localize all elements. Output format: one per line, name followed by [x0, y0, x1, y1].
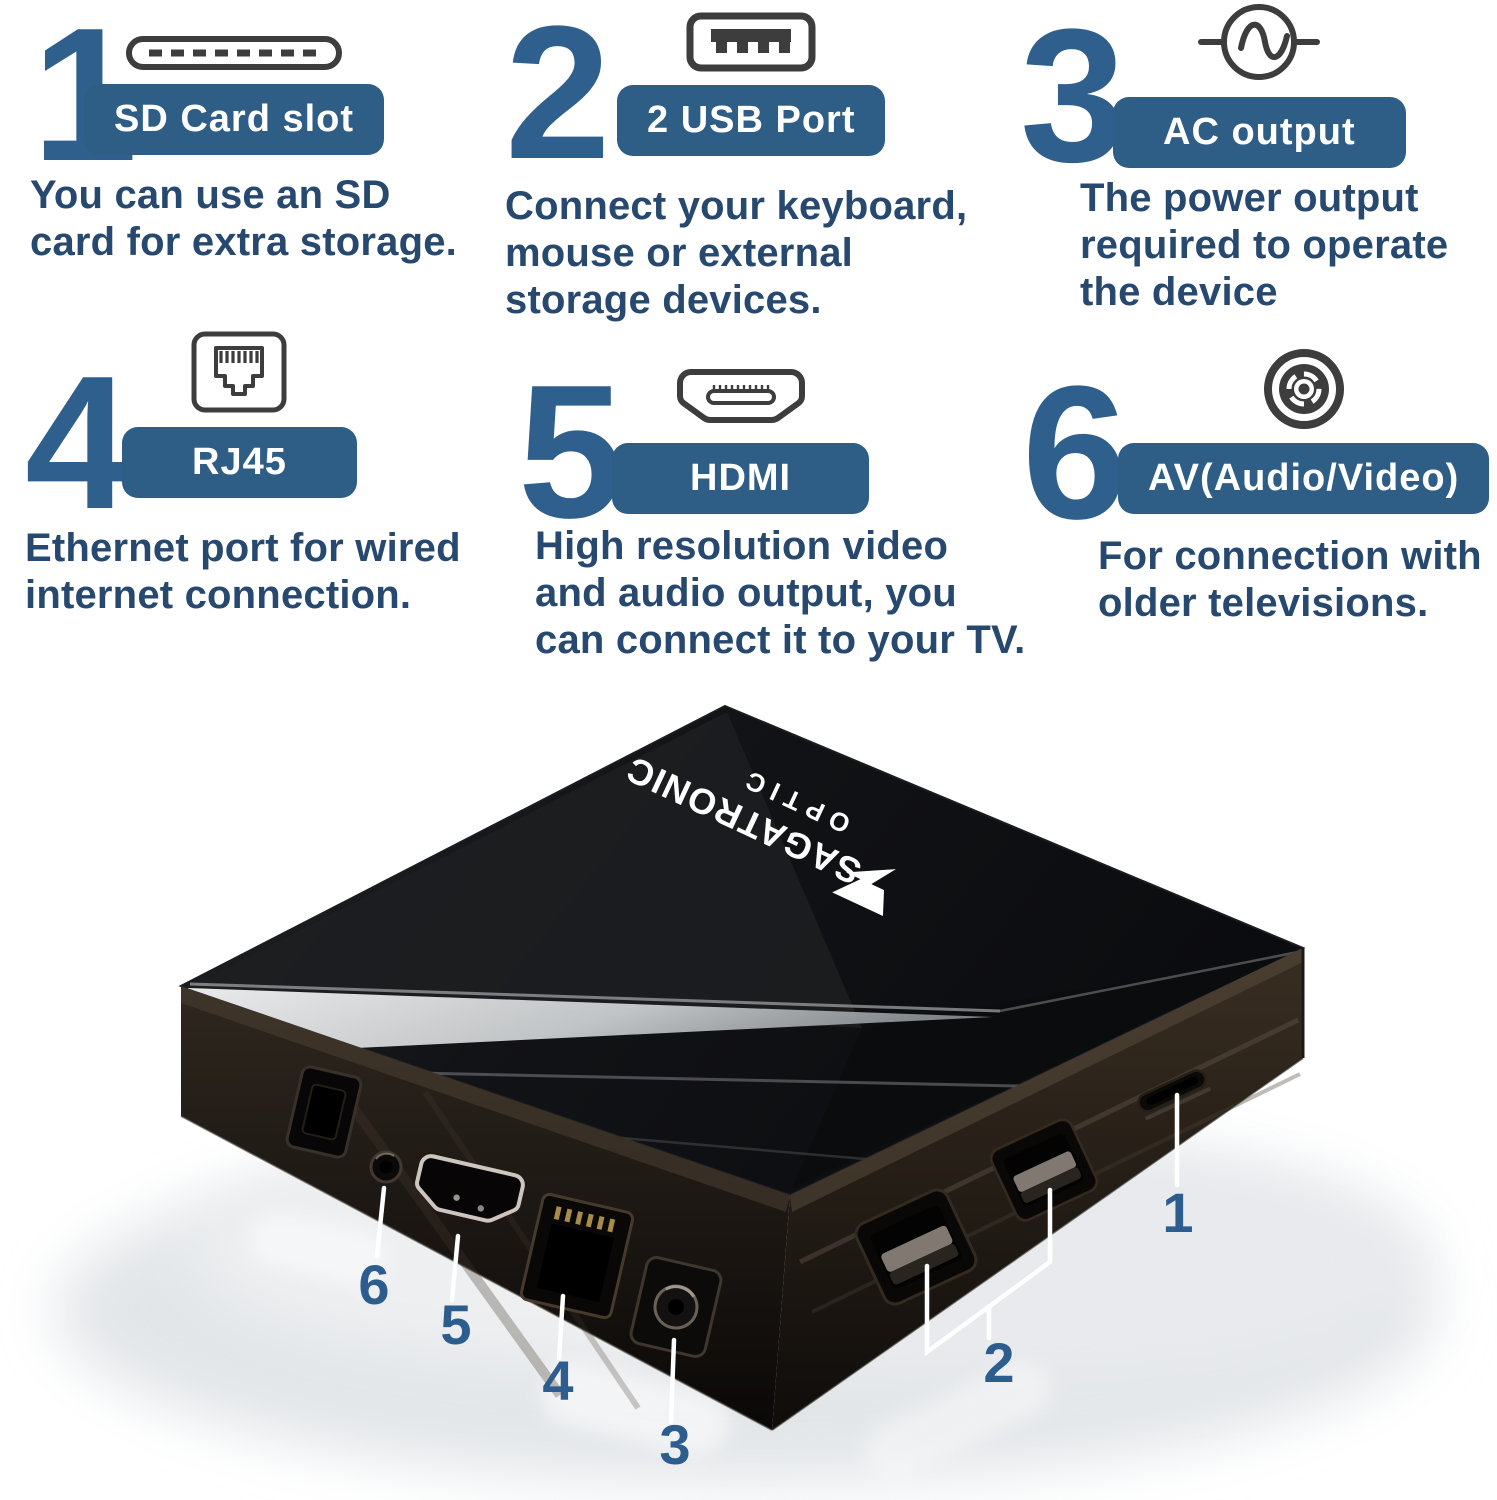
- feature-card-av: 6 AV(Audio/Video) For connection with ol…: [1020, 348, 1497, 668]
- callout-number-sd: 1: [1162, 1181, 1193, 1244]
- feature-description: The power output required to operate the…: [1080, 176, 1449, 314]
- feature-description: High resolution video and audio output, …: [535, 524, 1026, 662]
- feature-label-pill: HDMI: [612, 443, 870, 514]
- optical-audio-port: [285, 1065, 363, 1159]
- callout-number-av: 6: [358, 1253, 389, 1316]
- ac-power-icon: [1197, 0, 1321, 84]
- usb-port-1: [854, 1188, 978, 1306]
- feature-card-hdmi: 5 HDMI High resolution video: [512, 357, 1025, 688]
- feature-card-rj45: 4 RJ45 Ethernet port for wired inter: [22, 330, 492, 650]
- leader-line-av: [374, 1185, 387, 1259]
- feature-card-sd-card: 1 SD Card slot You can use an SD card fo…: [28, 0, 498, 322]
- callout-number-hdmi: 5: [440, 1293, 471, 1356]
- dc-power-port: [629, 1256, 723, 1358]
- leader-line-hdmi: [449, 1233, 461, 1303]
- feature-label-pill: 2 USB Port: [617, 85, 886, 156]
- av-jack-icon: [1263, 348, 1345, 430]
- hdmi-port: [415, 1154, 525, 1223]
- glossy-highlight: [188, 988, 993, 1056]
- feature-description: Ethernet port for wired internet connect…: [25, 526, 461, 617]
- hdmi-icon: [672, 368, 810, 430]
- sd-card-slot-icon: [125, 35, 343, 71]
- feature-number: 6: [1022, 347, 1128, 559]
- callout-leader-lines: [374, 1092, 1180, 1425]
- leader-line-dc: [668, 1337, 677, 1425]
- rj45-port: [519, 1192, 635, 1320]
- brand-logo-icon: [832, 869, 896, 917]
- callout-number-usb: 2: [983, 1331, 1014, 1394]
- leader-line-rj45: [556, 1293, 566, 1361]
- rj45-ethernet-icon: [190, 330, 288, 414]
- usb-port-icon: [686, 12, 816, 72]
- callout-number-rj45: 4: [542, 1349, 573, 1412]
- feature-label-pill: AV(Audio/Video): [1118, 443, 1490, 514]
- feature-description: You can use an SD card for extra storage…: [30, 173, 457, 264]
- feature-label-pill: AC output: [1113, 97, 1406, 168]
- feature-label-pill: SD Card slot: [84, 84, 385, 155]
- feature-description: For connection with older televisions.: [1098, 534, 1482, 625]
- usb-port-2: [989, 1118, 1099, 1222]
- feature-label-pill: RJ45: [122, 427, 357, 498]
- feature-description: Connect your keyboard, mouse or external…: [505, 184, 968, 322]
- feature-number: 5: [518, 346, 624, 558]
- callout-number-dc: 3: [659, 1413, 690, 1476]
- feature-card-usb: 2 2 USB Port Connect your keyboard, mous…: [505, 0, 985, 340]
- feature-number: 4: [25, 337, 131, 549]
- av-jack-port: [369, 1150, 403, 1184]
- feature-number: 3: [1020, 0, 1126, 202]
- feature-number: 2: [505, 0, 611, 199]
- feature-card-ac-output: 3 AC output The power output required to…: [1018, 1, 1488, 342]
